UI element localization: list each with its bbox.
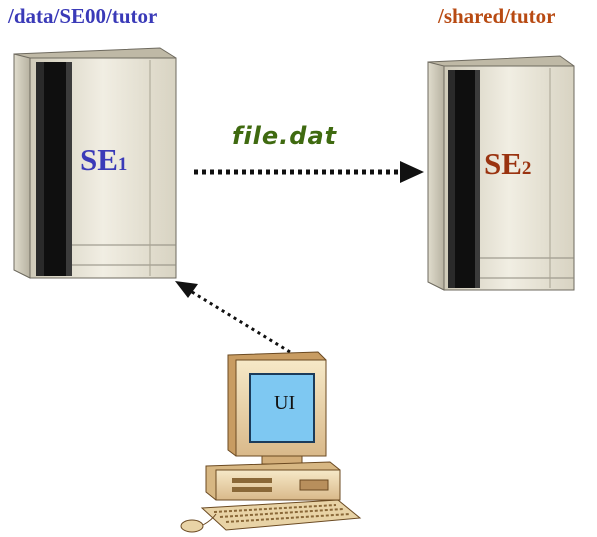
ui-to-se1-arrow [175, 281, 291, 354]
se2-label-sub: 2 [521, 158, 532, 179]
server-se2 [427, 55, 575, 291]
ui-screen [249, 373, 315, 443]
se2-path-label: /shared/tutor [438, 4, 556, 28]
se2-label-prefix: SE [484, 146, 522, 181]
se1-label: SE1 [80, 142, 127, 178]
se1-path-label: /data/SE00/tutor [8, 4, 158, 28]
ui-label: UI [274, 392, 296, 414]
transfer-arrow [194, 161, 424, 183]
transfer-file-label: file.dat [232, 122, 338, 150]
mouse [180, 519, 204, 533]
se1-label-sub: 1 [117, 154, 128, 175]
ui-computer [180, 351, 362, 533]
se1-label-prefix: SE [80, 142, 118, 177]
server-se1 [13, 47, 177, 279]
se2-label: SE2 [484, 146, 531, 182]
